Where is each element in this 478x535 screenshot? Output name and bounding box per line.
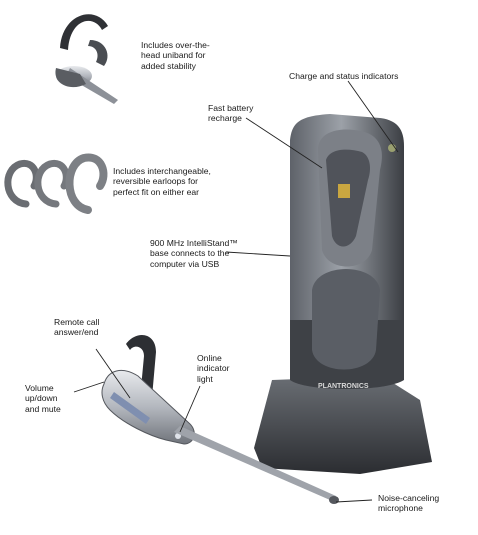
callout-microphone: Noise-canceling microphone: [378, 493, 440, 514]
callout-volume: Volume up/down and mute: [25, 383, 61, 414]
callout-online-light: Online indicator light: [197, 353, 230, 384]
charging-contacts: [338, 184, 350, 198]
callout-status-indicators: Charge and status indicators: [289, 71, 399, 81]
earloops-image: [4, 153, 108, 214]
callout-leader-lines: [73, 80, 399, 503]
remote-call-button[interactable]: [110, 392, 150, 424]
callout-remote-call: Remote call answer/end: [54, 317, 100, 338]
intellistand-base-image: PLANTRONICS: [254, 114, 432, 474]
callout-uniband: Includes over-the- head uniband for adde…: [141, 40, 210, 71]
base-logo: PLANTRONICS: [318, 383, 369, 390]
callout-earloops: Includes interchangeable, reversible ear…: [113, 166, 211, 197]
callout-fast-recharge: Fast battery recharge: [208, 103, 254, 124]
online-indicator-light: [175, 433, 181, 439]
callout-base: 900 MHz IntelliStand™ base connects to t…: [150, 238, 238, 269]
uniband-headset-image: [55, 14, 118, 104]
